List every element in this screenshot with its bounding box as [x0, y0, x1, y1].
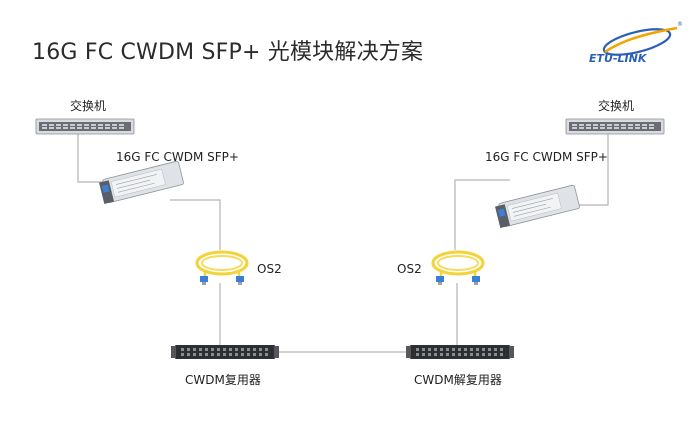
fiber-cable-right	[431, 250, 485, 285]
registered-mark: ®	[677, 21, 683, 28]
cwdm-demux-right	[406, 345, 514, 359]
etu-link-logo: ETU-LINK ®	[589, 21, 683, 65]
right-module-label: 16G FC CWDM SFP+	[485, 150, 608, 164]
sfp-module-right	[495, 184, 580, 228]
cwdm-mux-left	[171, 345, 279, 359]
right-switch-label: 交换机	[598, 99, 635, 113]
line-right-switch-to-module	[577, 134, 609, 206]
line-right-module-to-fiber	[454, 179, 510, 250]
left-module-label: 16G FC CWDM SFP+	[116, 150, 239, 164]
page-title: 16G FC CWDM SFP+ 光模块解决方案	[32, 40, 424, 65]
right-demux-label: CWDM解复用器	[414, 373, 502, 387]
left-fiber-label: OS2	[257, 262, 282, 276]
switch-left	[35, 118, 135, 135]
fiber-cable-left	[195, 250, 249, 285]
left-mux-label: CWDM复用器	[185, 373, 261, 387]
left-switch-label: 交换机	[70, 99, 107, 113]
connection-lines	[77, 134, 609, 353]
line-left-switch-to-module	[77, 134, 103, 183]
line-left-module-to-fiber	[170, 199, 221, 250]
sfp-module-left	[99, 160, 184, 204]
switch-right	[565, 118, 665, 135]
right-fiber-label: OS2	[397, 262, 422, 276]
logo-text: ETU-LINK	[589, 52, 648, 65]
